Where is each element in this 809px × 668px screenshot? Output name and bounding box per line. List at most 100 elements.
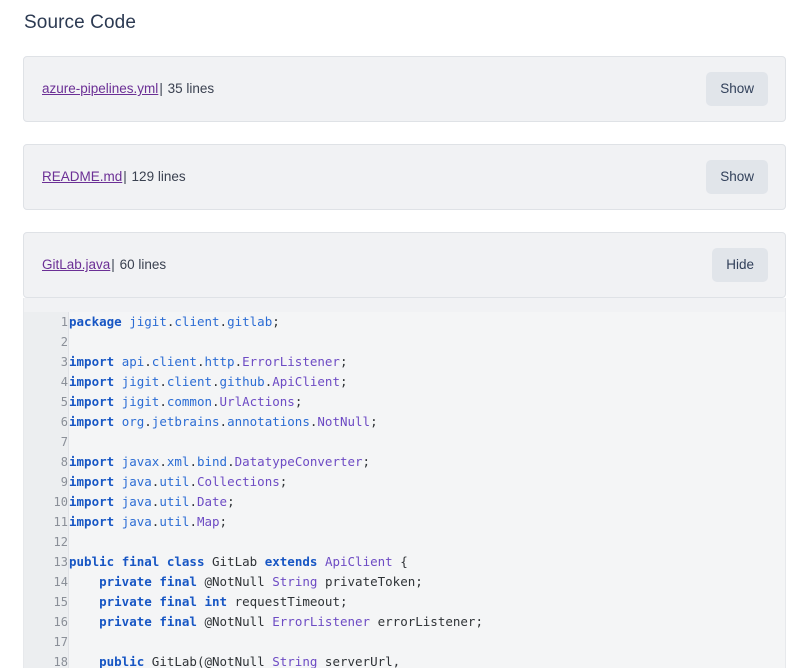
code-token-ns: org — [121, 414, 145, 429]
file-link[interactable]: README.md — [42, 169, 123, 184]
code-token-ns: jetbrains — [151, 414, 220, 429]
code-token-pn — [114, 454, 122, 469]
code-line: 2 — [24, 332, 785, 352]
toggle-show-button[interactable]: Show — [706, 72, 768, 106]
code-line-content: import jigit.client.github.ApiClient; — [68, 372, 785, 392]
file-card-header: GitLab.java| 60 lines Hide — [24, 233, 785, 297]
file-link[interactable]: GitLab.java — [42, 257, 111, 272]
code-token-id: privateToken — [324, 574, 416, 589]
file-line-count: 129 lines — [131, 169, 186, 184]
code-token-ns: common — [166, 394, 213, 409]
code-line-number: 14 — [24, 572, 69, 592]
code-token-pn: . — [212, 374, 220, 389]
code-token-cls: ApiClient — [324, 554, 393, 569]
code-line-content: package jigit.client.gitlab; — [68, 312, 785, 332]
code-token-pn: . — [151, 514, 160, 529]
code-line-content: private final int requestTimeout; — [68, 592, 785, 612]
code-token-pn — [317, 574, 325, 589]
code-line-number: 11 — [24, 512, 69, 532]
file-link[interactable]: azure-pipelines.yml — [42, 81, 159, 96]
code-token-pn: ; — [475, 614, 483, 629]
file-line-count: 35 lines — [167, 81, 215, 96]
code-token-cls: ErrorListener — [272, 614, 371, 629]
code-line-content: private final @NotNull String privateTok… — [68, 572, 785, 592]
code-token-cls: String — [272, 574, 318, 589]
file-separator: | — [111, 257, 115, 272]
code-token-ns: client — [174, 314, 220, 329]
code-token-ns: api — [121, 354, 145, 369]
code-token-pn: ; — [362, 454, 371, 469]
code-line-content — [68, 632, 785, 652]
code-token-ann: @NotNull — [204, 654, 265, 668]
code-token-id: requestTimeout — [234, 594, 340, 609]
code-token-pn — [257, 554, 265, 569]
code-token-pn — [114, 394, 122, 409]
code-token-pn — [197, 574, 205, 589]
toggle-hide-button[interactable]: Hide — [712, 248, 768, 282]
code-token-cls: UrlActions — [219, 394, 295, 409]
code-token-pn: ; — [294, 394, 303, 409]
code-token-pn — [69, 574, 99, 589]
code-line-content — [68, 532, 785, 552]
code-token-ns: client — [166, 374, 213, 389]
code-token-pn — [114, 474, 122, 489]
code-token-pn: . — [309, 414, 318, 429]
code-token-id: GitLab — [212, 554, 258, 569]
code-token-ns: java — [121, 474, 152, 489]
file-card-readme: README.md| 129 lines Show — [23, 144, 786, 210]
code-line: 16 private final @NotNull ErrorListener … — [24, 612, 785, 632]
code-token-kw: import — [69, 394, 115, 409]
code-line-number: 15 — [24, 592, 69, 612]
code-token-kw: import — [69, 514, 115, 529]
code-token-pn: ; — [227, 494, 235, 509]
code-token-kw: private — [99, 594, 152, 609]
code-token-cls: ErrorListener — [242, 354, 340, 369]
code-token-kw: extends — [264, 554, 318, 569]
page-title: Source Code — [24, 12, 137, 33]
code-token-kw: public — [69, 554, 115, 569]
code-line: 17 — [24, 632, 785, 652]
code-token-ns: util — [159, 514, 190, 529]
code-token-pn: . — [159, 374, 167, 389]
toggle-show-button[interactable]: Show — [706, 160, 768, 194]
code-token-pn: , — [392, 654, 401, 668]
code-token-cls: Date — [196, 494, 228, 509]
code-line-number: 2 — [24, 332, 69, 352]
code-token-ann: @NotNull — [204, 574, 265, 589]
file-meta: README.md| 129 lines — [42, 168, 186, 186]
code-token-pn: . — [189, 514, 197, 529]
code-token-pn: { — [392, 554, 408, 569]
code-token-pn: . — [212, 394, 220, 409]
code-line: 14 private final @NotNull String private… — [24, 572, 785, 592]
code-line-number: 10 — [24, 492, 69, 512]
code-line-number: 4 — [24, 372, 69, 392]
code-token-cls: DatatypeConverter — [234, 454, 363, 469]
code-token-kw: import — [69, 474, 115, 489]
code-token-ns: util — [159, 494, 190, 509]
code-token-pn: . — [189, 494, 197, 509]
code-line-number: 6 — [24, 412, 69, 432]
code-token-pn: ; — [279, 474, 288, 489]
code-token-cls: Collections — [196, 474, 280, 489]
code-line-number: 7 — [24, 432, 69, 452]
code-token-kw: class — [166, 554, 205, 569]
code-token-ns: jigit — [121, 394, 160, 409]
file-line-count: 60 lines — [119, 257, 167, 272]
code-token-pn — [317, 654, 325, 668]
code-token-pn: . — [166, 314, 175, 329]
code-token-ns: gitlab — [227, 314, 273, 329]
code-line: 7 — [24, 432, 785, 452]
code-token-ns: client — [151, 354, 197, 369]
code-token-pn: . — [159, 394, 167, 409]
code-line-content: import java.util.Map; — [68, 512, 785, 532]
code-line-number: 9 — [24, 472, 69, 492]
